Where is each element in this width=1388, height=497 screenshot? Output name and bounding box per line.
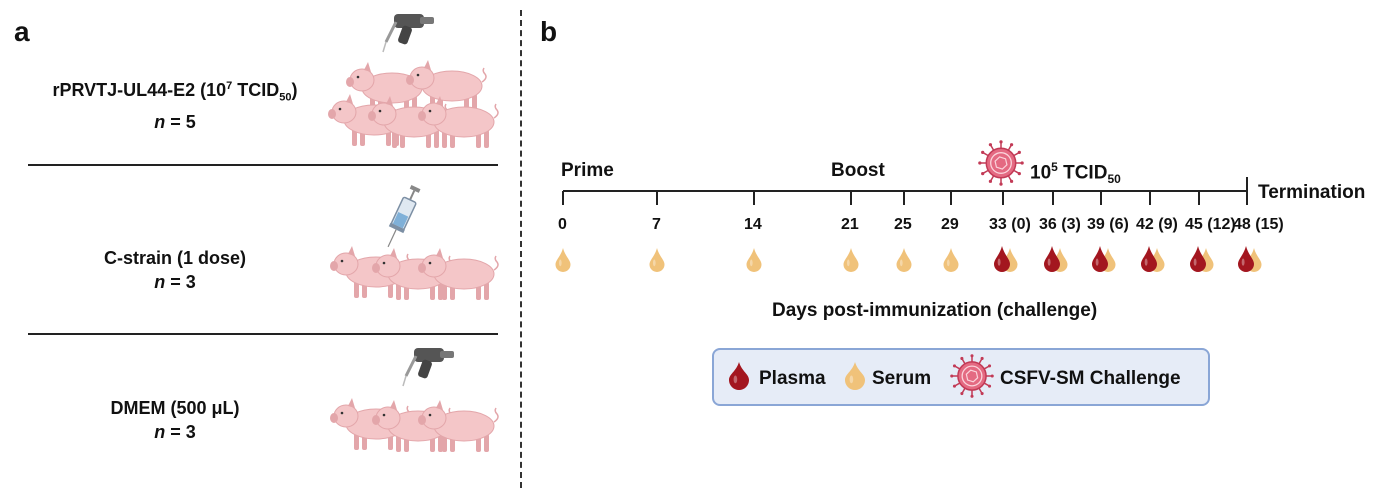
legend-challenge-label: CSFV-SM Challenge [1000,368,1181,389]
legend-plasma-label: Plasma [759,368,826,389]
group-2-n: n = 3 [154,272,196,292]
tick-label: 39 (6) [1087,216,1129,233]
tick-label: 14 [744,216,762,233]
plasma-drop [729,362,749,390]
plasma-drop [1141,246,1157,272]
tick-label: 0 [558,216,567,233]
tick-label: 7 [652,216,661,233]
tick-label: 25 [894,216,912,233]
pig-icon [406,60,487,112]
tick-label: 42 (9) [1136,216,1178,233]
serum-drop [843,248,859,272]
legend-serum-label: Serum [872,368,932,389]
plasma-drop-icon [729,362,749,390]
sample-drop-icon [843,248,859,272]
injection-gun-icon [382,14,434,53]
divider-1 [28,164,498,166]
sample-drop-icon [994,246,1018,272]
plasma-drop [1044,246,1060,272]
panel-a-letter: a [14,16,30,47]
serum-drop-icon [845,362,865,390]
pig-icon [418,248,499,300]
plasma-drop [1190,246,1206,272]
tick-label: 29 [941,216,959,233]
group-2-label: C-strain (1 dose) n = 3 [60,246,290,294]
virus-icon [950,354,994,398]
serum-drop [896,248,912,272]
sample-drop-icon [943,248,959,272]
challenge-dose-label: 105 TCID50 [1030,160,1121,187]
axis-title: Days post-immunization (challenge) [772,300,1098,321]
plasma-drop [994,246,1010,272]
sample-drop-icon [1092,246,1116,272]
panel-b-letter: b [540,16,558,47]
tick-label: 33 (0) [989,216,1031,233]
sample-drop-icon [746,248,762,272]
group-1-name: rPRVTJ-UL44-E2 (107 TCID50) [52,80,298,104]
sample-drop-icon [1238,246,1262,272]
injection-gun-icon [402,348,454,387]
serum-drop [943,248,959,272]
group-3-label: DMEM (500 μL) n = 3 [60,396,290,444]
plasma-drop [1092,246,1108,272]
sample-drop-icon [555,248,571,272]
serum-drop [845,362,865,390]
group-2-name: C-strain (1 dose) [103,248,247,268]
pig-icon [418,400,499,452]
sample-drop-icon [649,248,665,272]
serum-drop [746,248,762,272]
group-1-n: n = 5 [154,111,196,132]
tick-label: 21 [841,216,859,233]
tick-label: 36 (3) [1039,216,1081,233]
pig-group-1-icon [328,60,499,148]
panel-separator [520,10,522,488]
pig-icon [418,96,499,148]
boost-label: Boost [831,160,885,181]
tick-label: 48 (15) [1233,216,1284,233]
group-3-n: n = 3 [154,422,196,442]
pig-group-2-icon [330,246,499,300]
tick-label: 45 (12) [1185,216,1236,233]
divider-2 [28,333,498,335]
sample-drop-icon [1141,246,1165,272]
serum-drop [555,248,571,272]
pig-group-3-icon [330,398,499,452]
syringe-icon [387,184,421,248]
plasma-drop [1238,246,1254,272]
virus-icon [978,140,1024,186]
termination-label: Termination [1258,182,1366,203]
sample-drop-icon [1190,246,1214,272]
sample-drop-icon [1044,246,1068,272]
group-3-name: DMEM (500 μL) [110,398,240,418]
prime-label: Prime [561,160,614,181]
sample-drop-icon [896,248,912,272]
serum-drop [649,248,665,272]
group-1-label: rPRVTJ-UL44-E2 (107 TCID50) n = 5 [20,74,330,134]
